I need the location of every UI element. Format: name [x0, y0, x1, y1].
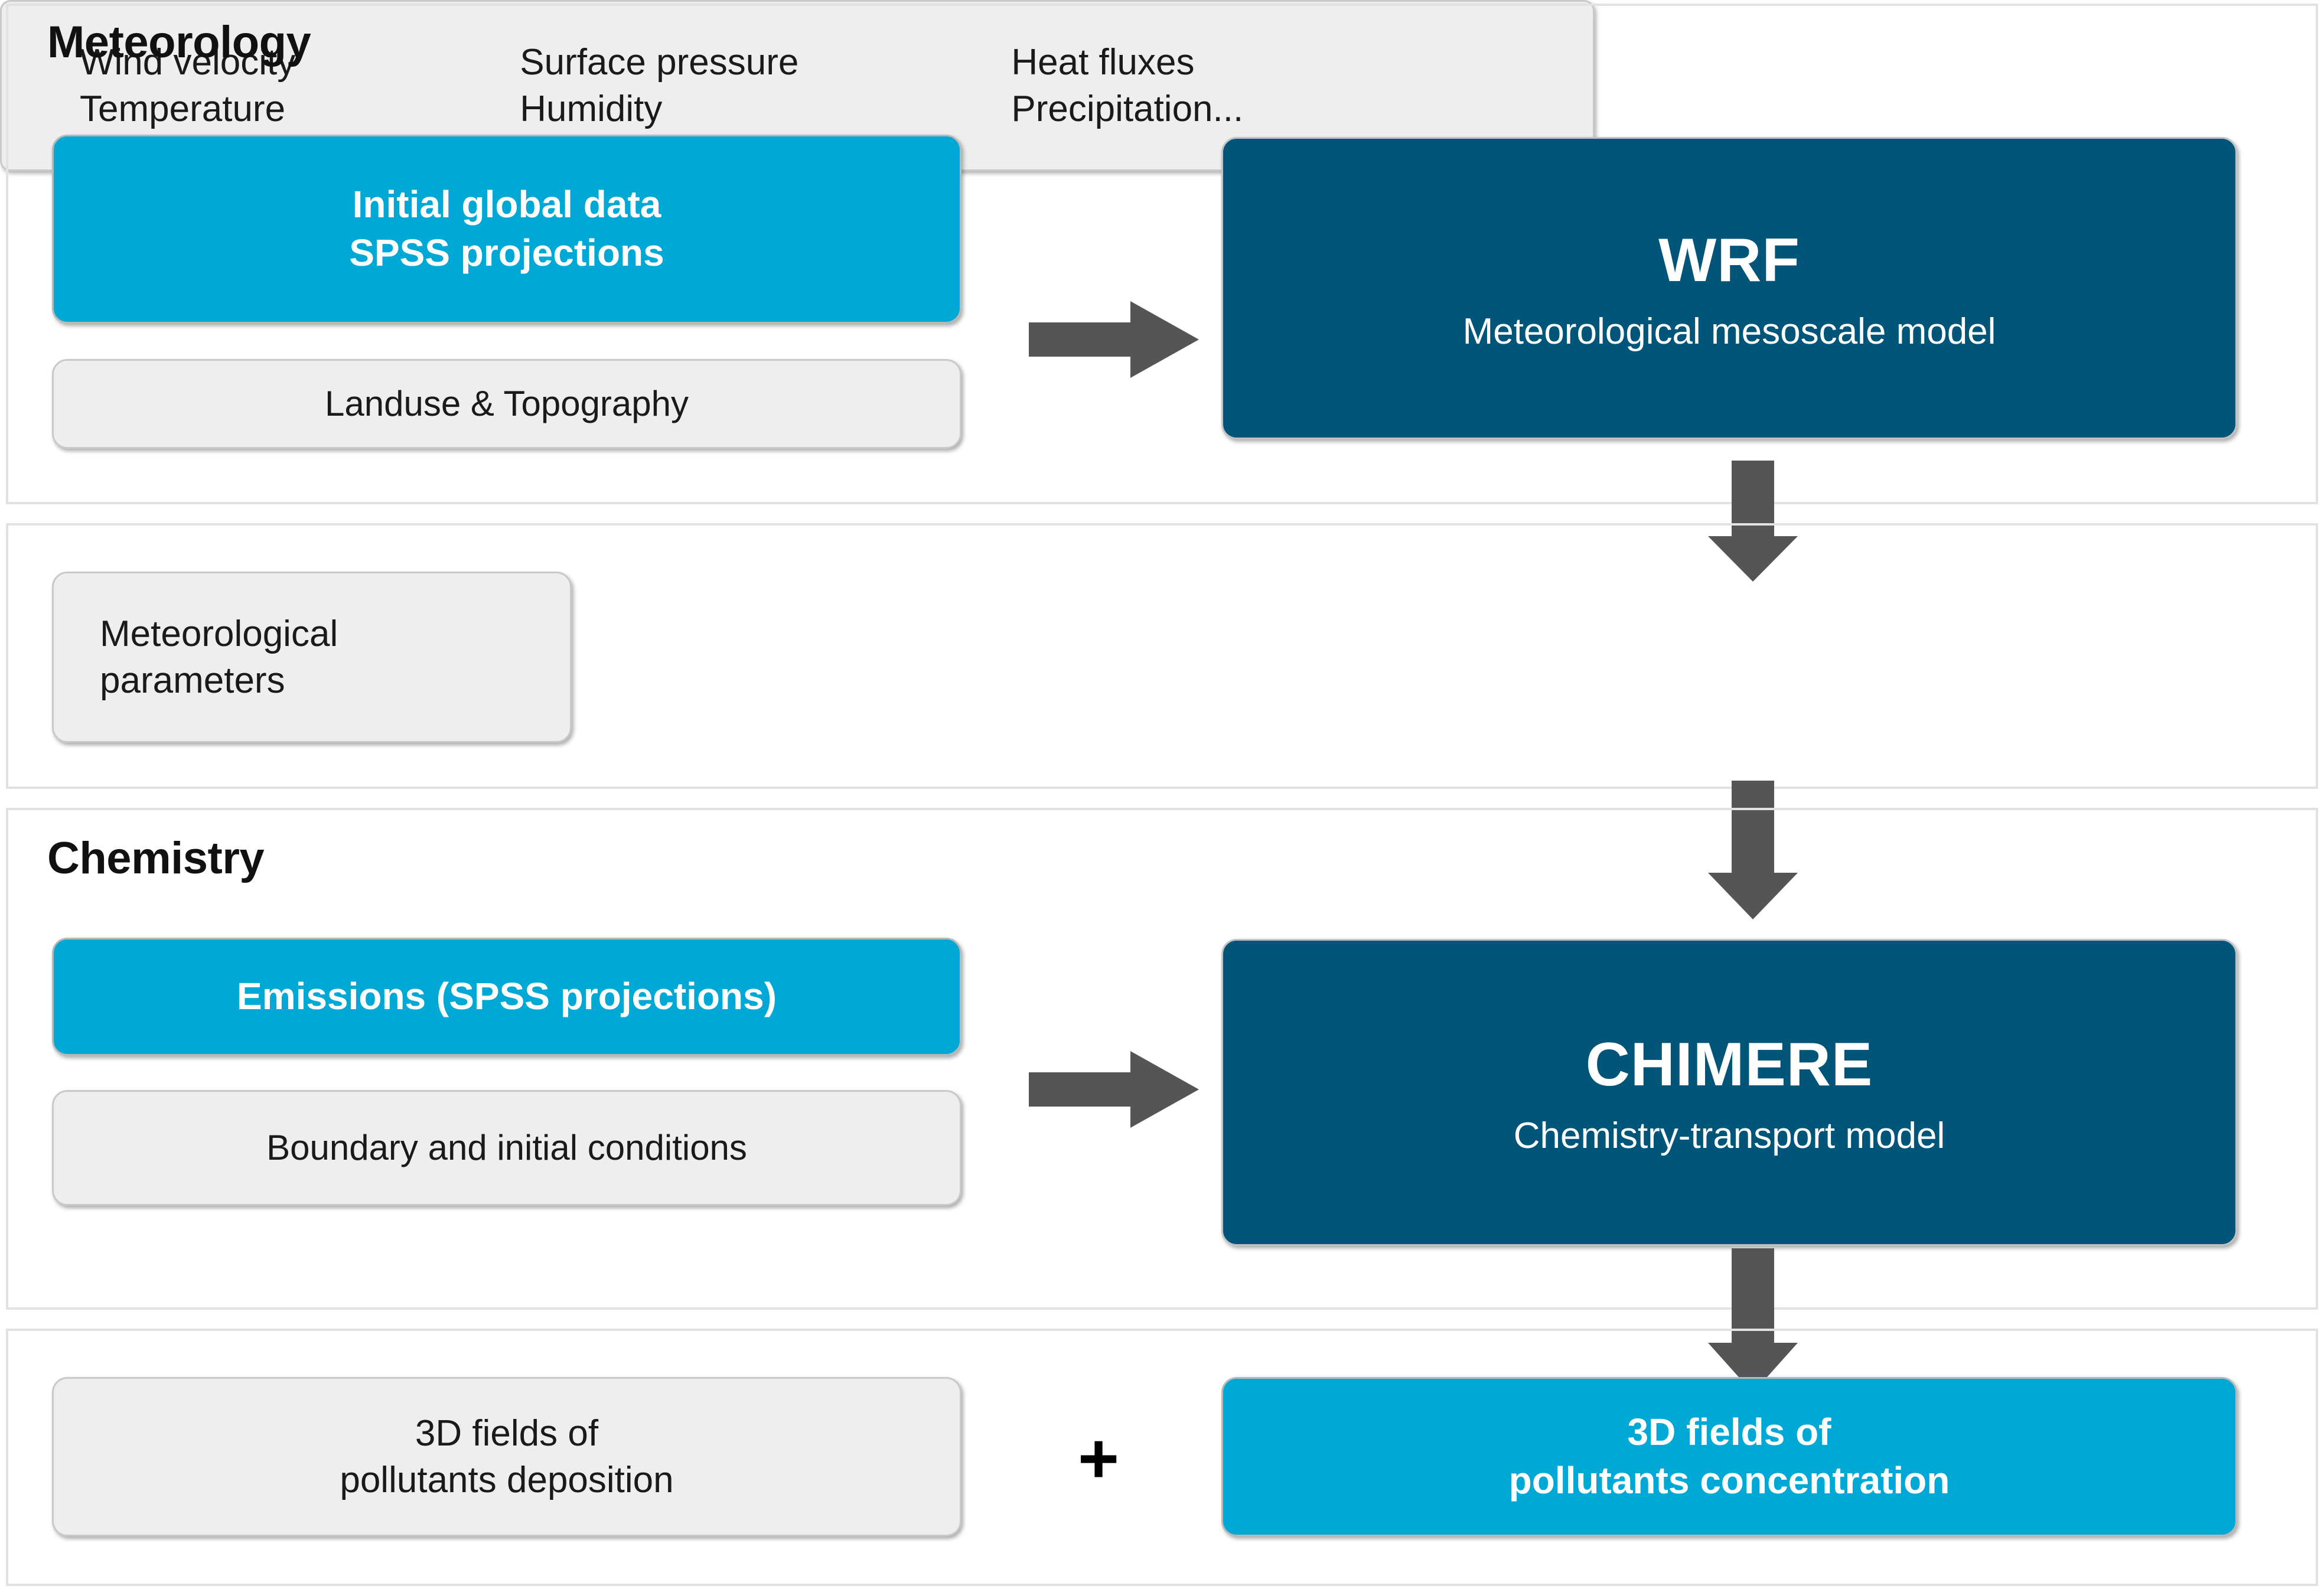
met-output-surface-pressure: Surface pressure	[520, 41, 799, 83]
deposition-line-1: 3D fields of	[415, 1412, 599, 1454]
panel-chemistry	[6, 808, 2318, 1310]
met-params-line-2: parameters	[100, 660, 285, 701]
met-output-humidity: Humidity	[520, 89, 663, 129]
met-output-temperature: Temperature	[80, 89, 286, 129]
arrow-down-chimere-to-output-icon	[1706, 1247, 1800, 1395]
arrow-right-to-wrf-icon	[1025, 295, 1202, 384]
met-output-column-1: Wind velocity Temperature	[80, 39, 295, 133]
box-wrf-model[interactable]: WRF Meteorological mesoscale model	[1221, 137, 2237, 439]
box-landuse-label: Landuse & Topography	[324, 383, 689, 423]
box-emissions-label: Emissions (SPSS projections)	[237, 975, 777, 1018]
box-emissions[interactable]: Emissions (SPSS projections)	[52, 938, 961, 1056]
arrow-down-wrf-to-parameters-icon	[1706, 459, 1800, 583]
box-pollutants-concentration[interactable]: 3D fields of pollutants concentration	[1221, 1377, 2237, 1536]
box-initial-global-line-1: Initial global data	[352, 183, 661, 226]
chimere-model-name: CHIMERE	[1585, 1030, 1873, 1099]
box-boundary-initial-conditions[interactable]: Boundary and initial conditions	[52, 1090, 961, 1206]
met-output-heat-fluxes: Heat fluxes	[1011, 41, 1195, 83]
box-meteorological-parameters-label[interactable]: Meteorological parameters	[52, 572, 572, 743]
box-chimere-model[interactable]: CHIMERE Chemistry-transport model	[1221, 939, 2237, 1246]
section-title-chemistry: Chemistry	[47, 833, 265, 883]
panel-meteorology	[6, 4, 2318, 504]
met-output-wind-velocity: Wind velocity	[80, 41, 296, 83]
concentration-line-1: 3D fields of	[1627, 1411, 1831, 1454]
concentration-line-2: pollutants concentration	[1508, 1459, 1950, 1502]
box-pollutants-deposition[interactable]: 3D fields of pollutants deposition	[52, 1377, 961, 1536]
chimere-model-description: Chemistry-transport model	[1513, 1115, 1945, 1156]
met-params-line-1: Meteorological	[100, 613, 338, 654]
met-output-precipitation: Precipitation...	[1011, 89, 1244, 129]
met-output-column-2: Surface pressure Humidity	[520, 39, 798, 133]
met-output-column-3: Heat fluxes Precipitation...	[1011, 39, 1243, 133]
section-title-meteorology: Meteorology	[47, 17, 311, 67]
plus-operator-icon: +	[1077, 1419, 1120, 1498]
arrow-down-parameters-to-chimere-icon	[1706, 779, 1800, 921]
wrf-model-name: WRF	[1658, 226, 1800, 295]
box-initial-global-data[interactable]: Initial global data SPSS projections	[52, 135, 961, 324]
box-boundary-label: Boundary and initial conditions	[266, 1127, 747, 1167]
box-initial-global-line-2: SPSS projections	[349, 231, 664, 274]
deposition-line-2: pollutants deposition	[340, 1460, 674, 1500]
box-landuse-topography[interactable]: Landuse & Topography	[52, 359, 961, 449]
panel-meteorological-parameters	[6, 523, 2318, 789]
panel-output-fields	[6, 1329, 2318, 1586]
arrow-right-to-chimere-icon	[1025, 1045, 1202, 1134]
wrf-model-description: Meteorological mesoscale model	[1462, 311, 1996, 352]
